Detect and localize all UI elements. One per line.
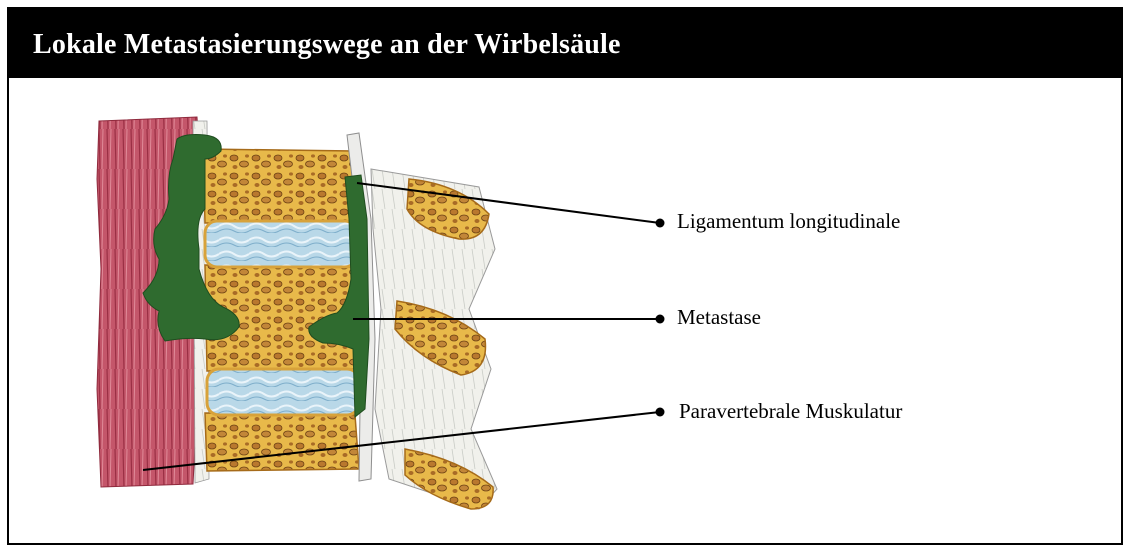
vertebral-body-upper — [203, 149, 355, 223]
label-metastase: Metastase — [677, 305, 761, 330]
vertebral-body-lower — [205, 413, 359, 471]
figure-frame: Lokale Metastasierungswege an der Wirbel… — [7, 7, 1123, 545]
intervertebral-disc-upper — [205, 221, 357, 267]
pointer-dot-metastasis — [656, 315, 665, 324]
intervertebral-disc-lower — [207, 369, 359, 415]
label-ligamentum-longitudinale: Ligamentum longitudinale — [677, 209, 900, 234]
pointer-dot-ligament — [656, 219, 665, 228]
label-paravertebrale-muskulatur: Paravertebrale Muskulatur — [679, 399, 902, 424]
spine-illustration — [9, 9, 1123, 545]
pointer-dot-musculature — [656, 408, 665, 417]
